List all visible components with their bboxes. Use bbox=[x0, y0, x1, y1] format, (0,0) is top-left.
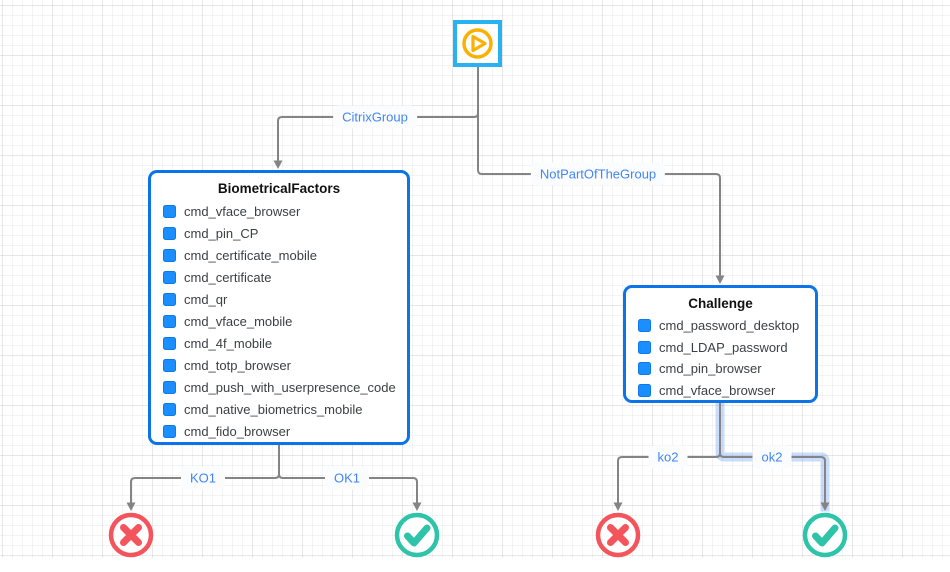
node-item-label: cmd_push_with_userpresence_code bbox=[184, 379, 396, 395]
terminal-failure-2[interactable] bbox=[593, 510, 643, 560]
check-icon bbox=[394, 512, 440, 558]
node-biometricalfactors[interactable]: BiometricalFactors cmd_vface_browser cmd… bbox=[148, 170, 410, 445]
node-item[interactable]: cmd_certificate_mobile bbox=[163, 244, 407, 266]
node-item-label: cmd_vface_mobile bbox=[184, 313, 293, 329]
node-item[interactable]: cmd_pin_browser bbox=[638, 358, 815, 380]
command-icon bbox=[638, 383, 651, 397]
terminal-success-2[interactable] bbox=[800, 510, 850, 560]
command-icon bbox=[163, 248, 176, 262]
command-icon bbox=[638, 340, 651, 354]
terminal-success-1[interactable] bbox=[392, 510, 442, 560]
terminal-failure-1[interactable] bbox=[106, 510, 156, 560]
node-item-label: cmd_certificate_mobile bbox=[184, 247, 317, 263]
node-item-label: cmd_4f_mobile bbox=[184, 335, 273, 351]
edge-ko1-arrowhead bbox=[126, 502, 136, 511]
node-item[interactable]: cmd_vface_browser bbox=[163, 200, 407, 222]
node-item[interactable]: cmd_password_desktop bbox=[638, 315, 815, 337]
node-title: Challenge bbox=[688, 296, 753, 311]
edge-ok1-arrowhead bbox=[412, 502, 422, 511]
node-item-label: cmd_vface_browser bbox=[659, 382, 776, 398]
edge-label-ko1[interactable]: KO1 bbox=[180, 466, 226, 490]
node-item[interactable]: cmd_certificate bbox=[163, 266, 407, 288]
start-node[interactable] bbox=[453, 20, 502, 67]
edge-citrixgroup-arrowhead bbox=[273, 160, 283, 169]
play-icon bbox=[462, 28, 493, 59]
node-item[interactable]: cmd_LDAP_password bbox=[638, 337, 815, 359]
node-item-label: cmd_fido_browser bbox=[184, 423, 291, 439]
node-item-label: cmd_pin_browser bbox=[659, 361, 762, 377]
node-title: BiometricalFactors bbox=[217, 181, 341, 196]
command-icon bbox=[163, 204, 176, 218]
node-item-list: cmd_vface_browser cmd_pin_CP cmd_certifi… bbox=[151, 200, 407, 442]
canvas-bottom-margin bbox=[0, 558, 950, 572]
cross-icon bbox=[595, 512, 641, 558]
edge-ok2-arrowhead bbox=[820, 502, 830, 511]
edge-label-ok1[interactable]: OK1 bbox=[324, 466, 370, 490]
node-item-label: cmd_password_desktop bbox=[659, 318, 800, 334]
node-item[interactable]: cmd_4f_mobile bbox=[163, 332, 407, 354]
node-item[interactable]: cmd_vface_browser bbox=[638, 380, 815, 402]
node-item[interactable]: cmd_native_biometrics_mobile bbox=[163, 398, 407, 420]
node-item[interactable]: cmd_totp_browser bbox=[163, 354, 407, 376]
node-item-label: cmd_totp_browser bbox=[184, 357, 291, 373]
node-item-label: cmd_pin_CP bbox=[184, 225, 259, 241]
node-item-label: cmd_certificate bbox=[184, 269, 272, 285]
command-icon bbox=[638, 319, 651, 333]
node-item[interactable]: cmd_pin_CP bbox=[163, 222, 407, 244]
node-item[interactable]: cmd_qr bbox=[163, 288, 407, 310]
command-icon bbox=[163, 424, 176, 438]
check-icon bbox=[802, 512, 848, 558]
node-item-label: cmd_vface_browser bbox=[184, 203, 301, 219]
cross-icon bbox=[108, 512, 154, 558]
edge-label-notpartofthegroup[interactable]: NotPartOfTheGroup bbox=[530, 162, 666, 186]
command-icon bbox=[163, 380, 176, 394]
node-item[interactable]: cmd_push_with_userpresence_code bbox=[163, 376, 407, 398]
edge-label-citrixgroup[interactable]: CitrixGroup bbox=[333, 105, 417, 129]
command-icon bbox=[163, 402, 176, 416]
node-item-label: cmd_LDAP_password bbox=[659, 339, 788, 355]
node-challenge[interactable]: Challenge cmd_password_desktop cmd_LDAP_… bbox=[623, 285, 818, 403]
node-item-label: cmd_native_biometrics_mobile bbox=[184, 401, 363, 417]
edge-ko2-arrowhead bbox=[613, 502, 623, 511]
node-item[interactable]: cmd_fido_browser bbox=[163, 420, 407, 442]
command-icon bbox=[163, 336, 176, 350]
command-icon bbox=[163, 314, 176, 328]
edge-label-ok2[interactable]: ok2 bbox=[752, 445, 792, 469]
node-item-list: cmd_password_desktop cmd_LDAP_password c… bbox=[626, 315, 815, 401]
node-item[interactable]: cmd_vface_mobile bbox=[163, 310, 407, 332]
command-icon bbox=[163, 292, 176, 306]
command-icon bbox=[163, 270, 176, 284]
command-icon bbox=[638, 362, 651, 376]
command-icon bbox=[163, 226, 176, 240]
edge-notpartofthegroup-arrowhead bbox=[715, 275, 725, 284]
edge-label-ko2[interactable]: ko2 bbox=[648, 445, 688, 469]
node-item-label: cmd_qr bbox=[184, 291, 228, 307]
command-icon bbox=[163, 358, 176, 372]
